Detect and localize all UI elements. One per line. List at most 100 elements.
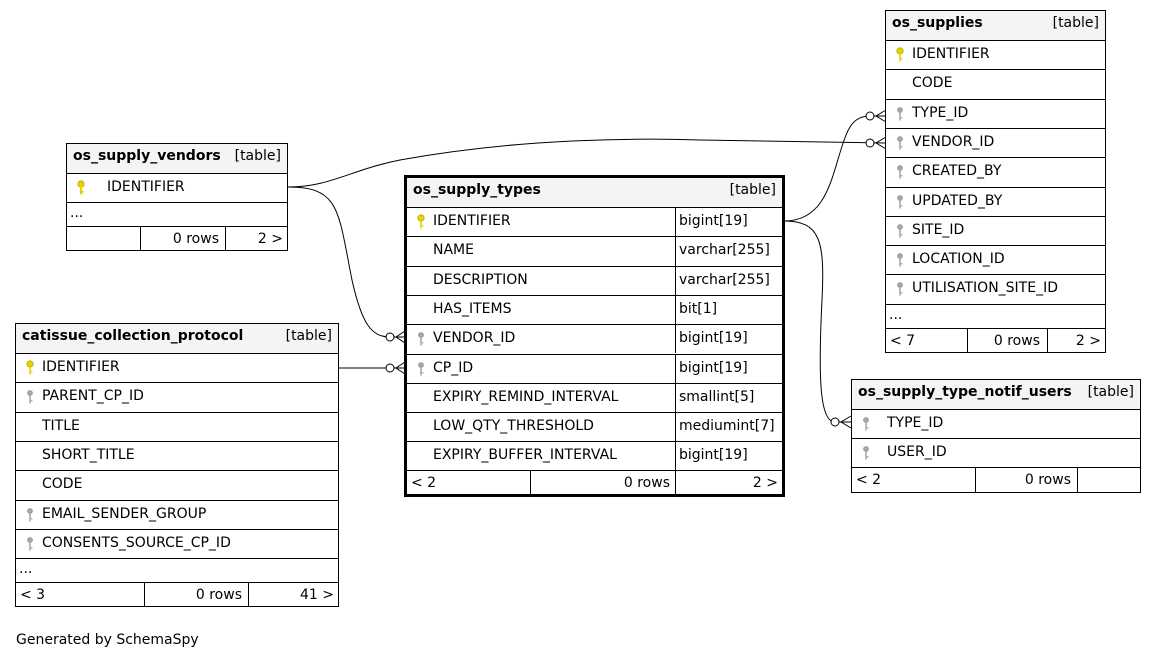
footer-parents[interactable]: < 3 [20,587,46,603]
more-columns-row[interactable]: ... [16,558,338,582]
more-columns-indicator: ... [889,307,903,323]
column-name: UTILISATION_SITE_ID [912,280,1058,297]
footer-rows: 0 rows [623,475,670,491]
column-row[interactable]: PARENT_CP_ID [16,382,338,411]
column-name: EMAIL_SENDER_GROUP [42,505,207,522]
footer-parents[interactable]: < 7 [890,333,916,349]
foreign-key-icon [896,164,904,180]
footer-children[interactable]: 2 > [257,231,283,247]
column-name: IDENTIFIER [433,213,511,229]
table-footer: < 2 0 rows 2 > [407,470,782,494]
zero-marker [385,332,395,342]
primary-key-icon [77,180,85,195]
column-row[interactable]: EXPIRY_REMIND_INTERVAL smallint[5] [407,382,782,413]
more-columns-row[interactable]: ... [67,202,287,226]
foreign-key-icon [26,389,34,405]
column-row[interactable]: EXPIRY_BUFFER_INTERVAL bigint[19] [407,441,782,471]
table-footer: < 3 0 rows 41 > [16,582,338,606]
table-name: os_supply_vendors [73,148,221,164]
column-row[interactable]: IDENTIFIER [886,40,1105,69]
table-os-supply-types[interactable]: os_supply_types [table] IDENTIFIER bigint… [404,175,785,497]
table-os-supply-type-notif-users[interactable]: os_supply_type_notif_users [table] TYPE_… [851,379,1141,493]
table-type-tag: [table] [1087,384,1134,400]
column-name: DESCRIPTION [433,271,528,288]
table-name: os_supplies [892,15,983,31]
zero-marker [830,417,840,427]
column-row[interactable]: TITLE [16,411,338,441]
column-name: TYPE_ID [912,104,969,121]
table-os-supply-vendors[interactable]: os_supply_vendors [table] IDENTIFIER ...… [66,143,288,251]
table-os-supplies[interactable]: os_supplies [table] IDENTIFIER CODE TYPE_I… [885,10,1106,353]
column-row[interactable]: VENDOR_ID [886,127,1105,157]
footer-children[interactable]: 2 > [752,475,778,491]
column-row[interactable]: IDENTIFIER [16,353,338,382]
table-header: os_supplies [table] [886,11,1105,40]
column-row[interactable]: UTILISATION_SITE_ID [886,274,1105,303]
table-footer: 0 rows 2 > [67,226,287,250]
column-type: smallint[5] [679,388,755,405]
footer-parents[interactable]: < 2 [411,475,437,491]
foreign-key-icon [26,507,34,523]
column-row[interactable]: TYPE_ID [852,409,1140,438]
column-name: CODE [912,75,953,92]
column-row[interactable]: UPDATED_BY [886,186,1105,216]
more-columns-row[interactable]: ... [886,304,1105,328]
column-row[interactable]: CREATED_BY [886,157,1105,186]
column-row[interactable]: LOCATION_ID [886,245,1105,274]
zero-marker [865,111,875,121]
foreign-key-icon [417,331,425,347]
relation-types-to-supplies [783,115,886,222]
foreign-key-icon [896,106,904,122]
column-name: TITLE [42,417,80,434]
column-type: bigint[19] [679,213,748,229]
table-name: os_supply_types [413,182,541,198]
column-row[interactable]: TYPE_ID [886,98,1105,128]
generated-by-label: Generated by SchemaSpy [16,632,199,648]
crowfoot-marker [395,361,406,375]
column-name: CP_ID [433,359,474,376]
table-header: os_supply_type_notif_users [table] [852,380,1140,409]
zero-marker [865,138,875,148]
footer-rows: 0 rows [993,333,1040,349]
foreign-key-icon [896,223,904,239]
column-row[interactable]: CODE [886,69,1105,98]
table-header: os_supply_types [table] [407,178,782,207]
column-name: EXPIRY_REMIND_INTERVAL [433,388,619,405]
footer-rows: 0 rows [1024,472,1071,488]
footer-children[interactable]: 41 > [300,587,334,603]
table-type-tag: [table] [1052,15,1099,31]
primary-key-icon [417,214,425,230]
column-row[interactable]: IDENTIFIER [67,173,287,202]
column-name: CREATED_BY [912,163,1002,180]
footer-children[interactable]: 2 > [1075,333,1101,349]
column-row[interactable]: CODE [16,470,338,499]
column-row[interactable]: USER_ID [852,438,1140,467]
column-row[interactable]: CONSENTS_SOURCE_CP_ID [16,528,338,558]
footer-rows: 0 rows [172,231,219,247]
footer-parents[interactable]: < 2 [856,472,882,488]
column-row[interactable]: IDENTIFIER bigint[19] [407,207,782,237]
relation-types-to-notif [783,220,851,423]
table-name: catissue_collection_protocol [22,328,244,344]
column-type: bigint[19] [679,447,748,464]
column-row[interactable]: SITE_ID [886,215,1105,245]
column-row[interactable]: SHORT_TITLE [16,440,338,470]
table-type-tag: [table] [285,328,332,344]
column-name: EXPIRY_BUFFER_INTERVAL [433,447,617,464]
table-catissue-collection-protocol[interactable]: catissue_collection_protocol [table] IDE… [15,323,339,607]
relation-vendor-to-supplies [287,138,887,188]
column-name: IDENTIFIER [912,46,990,62]
column-row[interactable]: EMAIL_SENDER_GROUP [16,499,338,529]
table-footer: < 2 0 rows [852,467,1140,492]
column-name: USER_ID [887,444,947,461]
foreign-key-icon [862,416,870,432]
table-type-tag: [table] [234,148,281,164]
column-name: UPDATED_BY [912,192,1003,209]
